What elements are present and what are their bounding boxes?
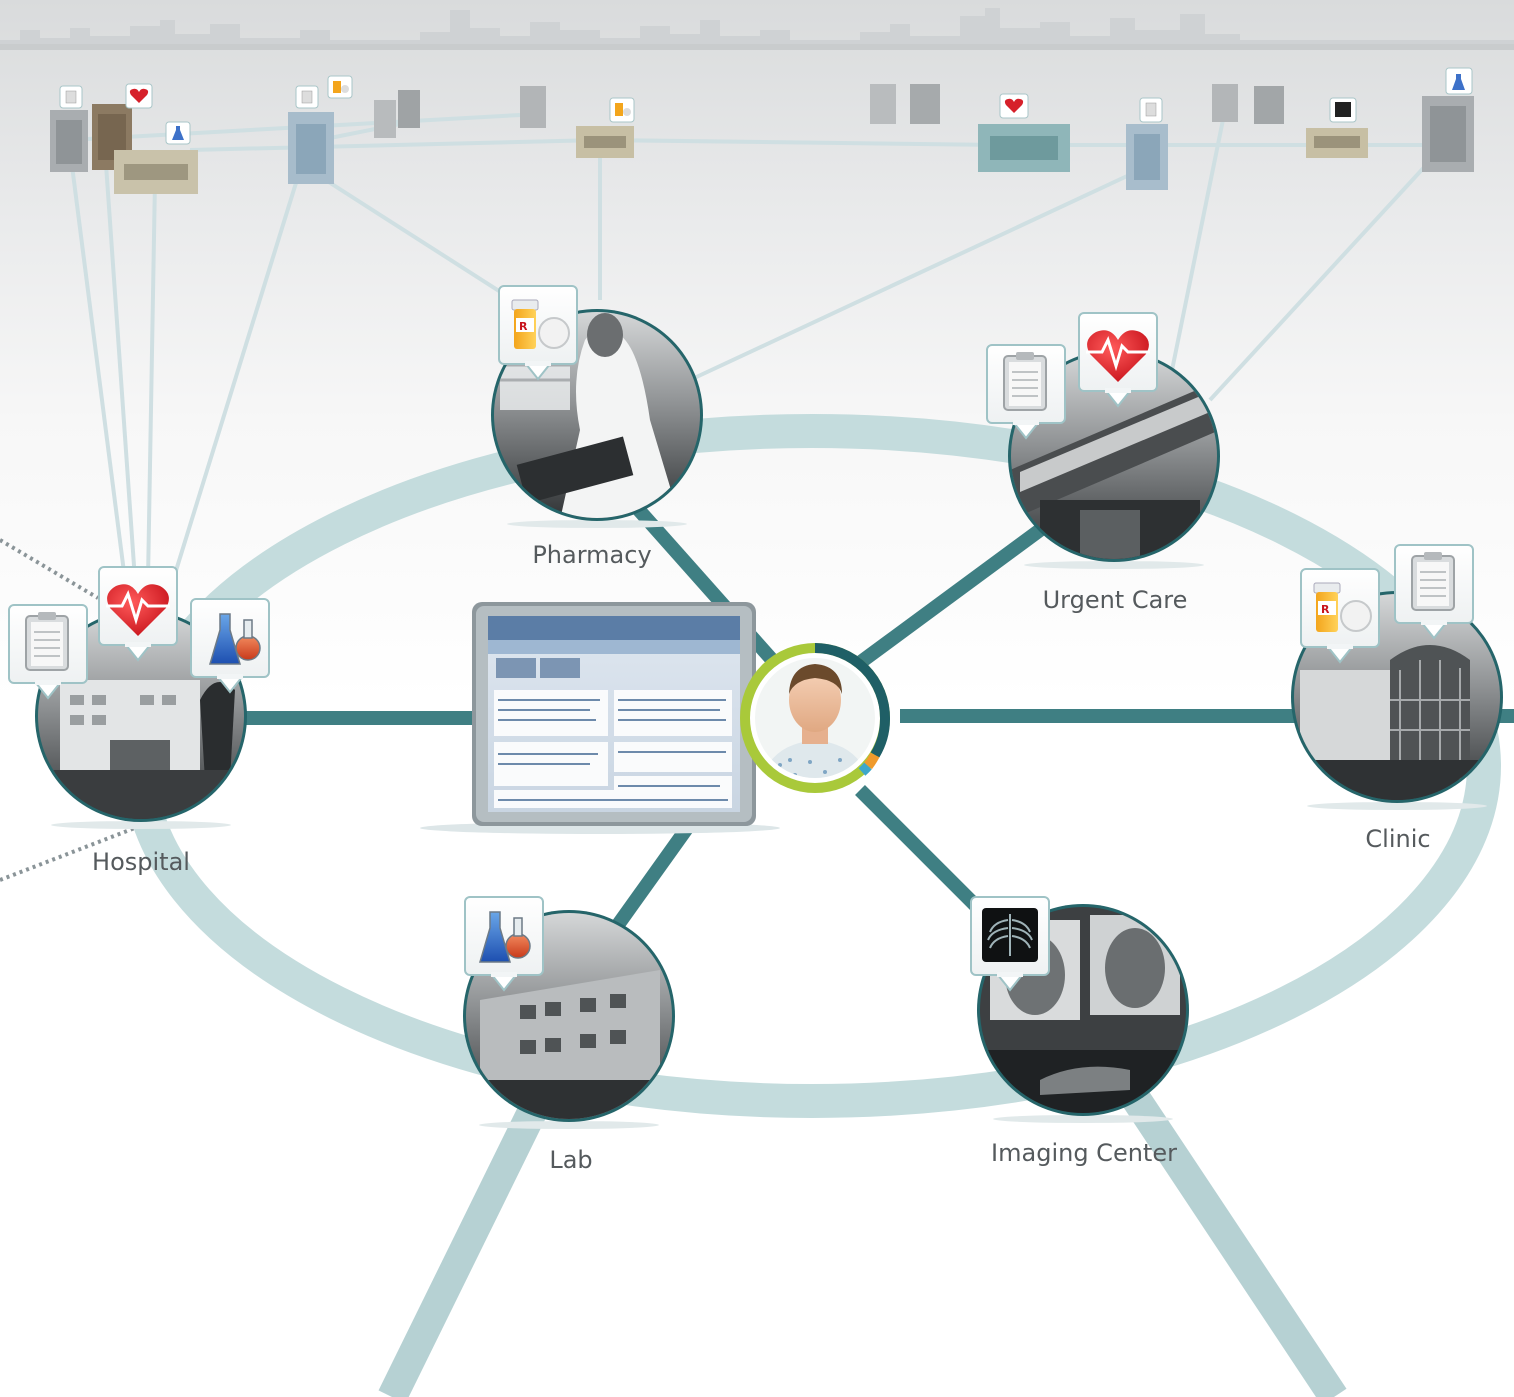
small-lab-marker — [1445, 67, 1473, 95]
small-heart-marker — [125, 83, 153, 109]
xray-icon — [970, 896, 1050, 991]
heart-rate-icon — [98, 566, 178, 661]
prescription-bottle-icon: R — [1300, 568, 1380, 663]
building-icon — [870, 84, 896, 124]
building-icon — [1422, 96, 1474, 172]
building-icon — [114, 150, 198, 194]
city-skyline-icon — [0, 8, 1514, 46]
prescription-bottle-icon: R — [498, 285, 578, 380]
small-xray-marker — [1329, 97, 1357, 123]
building-icon — [1212, 84, 1238, 122]
skyline-base — [0, 44, 1514, 50]
building-icon — [1126, 124, 1168, 190]
small-heart-marker — [999, 93, 1029, 119]
clipboard-icon — [1394, 544, 1474, 639]
building-icon — [398, 90, 420, 128]
background-buildings — [50, 67, 1474, 194]
node-label-lab: Lab — [549, 1146, 593, 1174]
small-clipboard-marker — [295, 85, 319, 109]
node-label-hospital: Hospital — [92, 848, 190, 876]
building-icon — [374, 100, 396, 138]
small-clipboard-marker — [59, 85, 83, 109]
node-label-urgent-care: Urgent Care — [1042, 586, 1188, 614]
patient-avatar-icon — [740, 643, 891, 793]
small-rx-marker — [609, 97, 635, 123]
small-lab-marker — [165, 121, 191, 145]
svg-text:R: R — [1321, 603, 1330, 616]
building-icon — [1306, 128, 1368, 158]
building-icon — [910, 84, 940, 124]
clipboard-icon — [986, 344, 1066, 439]
node-label-clinic: Clinic — [1365, 825, 1431, 853]
external-connection-lines — [0, 538, 141, 882]
building-icon — [520, 86, 546, 128]
building-icon — [576, 126, 634, 158]
trunk-lines — [378, 1081, 1347, 1397]
node-label-imaging-center: Imaging Center — [991, 1139, 1177, 1167]
lab-flask-icon — [190, 598, 270, 693]
lab-flask-icon — [464, 896, 544, 991]
heart-rate-icon — [1078, 312, 1158, 407]
building-icon — [1254, 86, 1284, 124]
small-rx-marker — [327, 75, 353, 99]
health-record-screen-icon — [420, 602, 780, 834]
building-icon — [978, 124, 1070, 172]
clipboard-icon — [8, 604, 88, 699]
svg-text:R: R — [519, 320, 528, 333]
node-label-pharmacy: Pharmacy — [532, 541, 652, 569]
building-icon — [50, 110, 88, 172]
small-clipboard-marker — [1139, 97, 1163, 123]
building-icon — [288, 112, 334, 184]
